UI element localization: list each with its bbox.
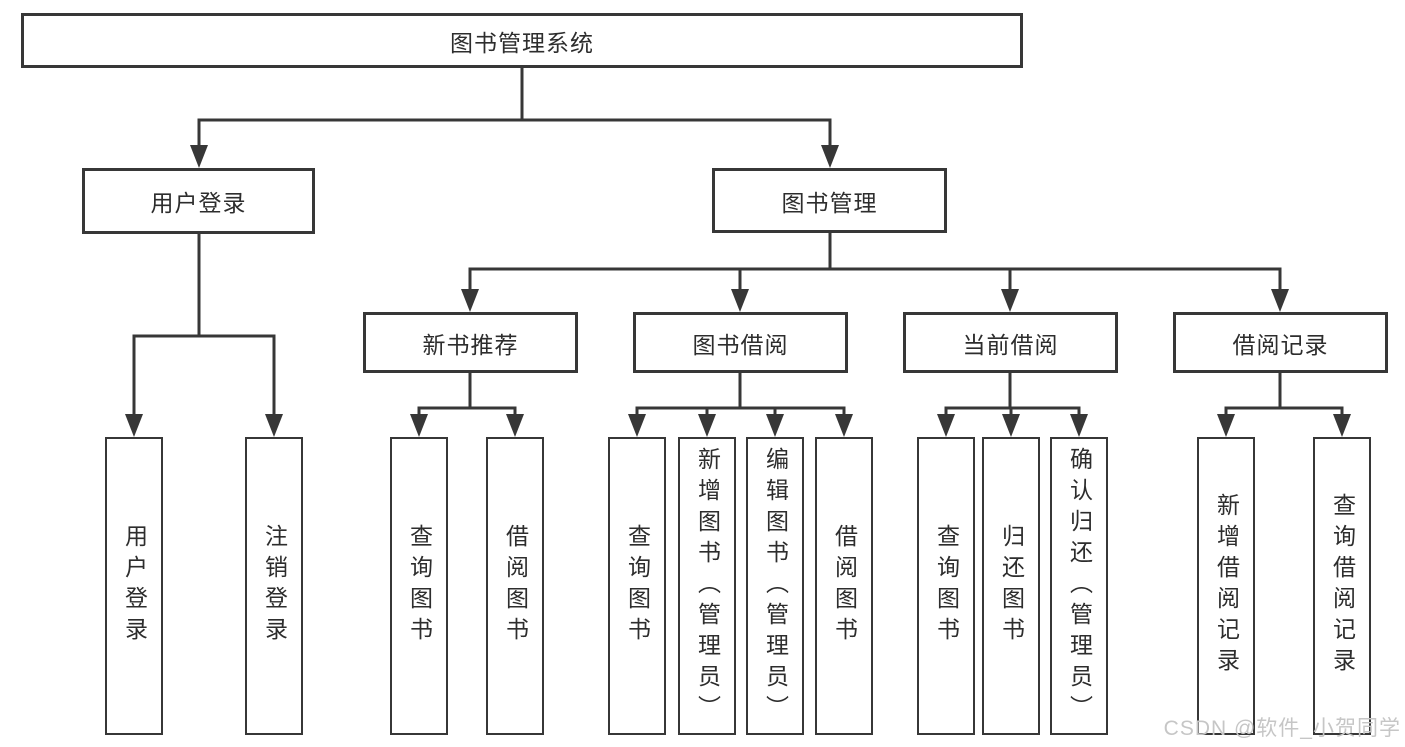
leaf-return-book: 归还图书 <box>982 437 1040 735</box>
leaf-query-borrow-record-label: 查询借阅记录 <box>1329 493 1356 679</box>
node-current-borrow-label: 当前借阅 <box>962 331 1059 358</box>
leaf-borrow-books-label: 借阅图书 <box>831 524 858 648</box>
leaf-query-books-current-label: 查询图书 <box>933 524 960 648</box>
node-book-borrow-label: 图书借阅 <box>692 331 789 358</box>
node-new-book-recommend-label: 新书推荐 <box>422 331 519 358</box>
leaf-logout: 注销登录 <box>245 437 303 735</box>
watermark: CSDN @软件_小贺同学 <box>1163 717 1401 740</box>
node-user-login-label: 用户登录 <box>150 190 247 216</box>
leaf-return-book-label: 归还图书 <box>998 524 1025 648</box>
node-user-login: 用户登录 <box>82 168 315 234</box>
leaf-borrow-books-recommend: 借阅图书 <box>486 437 544 735</box>
leaf-user-login: 用户登录 <box>105 437 163 735</box>
node-borrow-records-label: 借阅记录 <box>1232 331 1329 358</box>
node-current-borrow: 当前借阅 <box>903 312 1118 373</box>
leaf-logout-label: 注销登录 <box>261 524 288 648</box>
leaf-add-book-admin-label: 新增图书（管理员） <box>694 446 721 726</box>
leaf-query-books-recommend-label: 查询图书 <box>406 524 433 648</box>
node-new-book-recommend: 新书推荐 <box>363 312 578 373</box>
node-book-management-label: 图书管理 <box>781 189 878 216</box>
leaf-add-borrow-record-label: 新增借阅记录 <box>1213 493 1240 679</box>
leaf-borrow-books: 借阅图书 <box>815 437 873 735</box>
leaf-user-login-label: 用户登录 <box>121 524 148 648</box>
leaf-edit-book-admin: 编辑图书（管理员） <box>746 437 804 735</box>
leaf-add-borrow-record: 新增借阅记录 <box>1197 437 1255 735</box>
leaf-confirm-return-admin: 确认归还（管理员） <box>1050 437 1108 735</box>
leaf-query-books-borrow-label: 查询图书 <box>624 524 651 648</box>
leaf-confirm-return-admin-label: 确认归还（管理员） <box>1066 446 1093 726</box>
leaf-edit-book-admin-label: 编辑图书（管理员） <box>762 446 789 726</box>
leaf-query-books-recommend: 查询图书 <box>390 437 448 735</box>
leaf-query-books-current: 查询图书 <box>917 437 975 735</box>
leaf-query-books-borrow: 查询图书 <box>608 437 666 735</box>
node-book-borrow: 图书借阅 <box>633 312 848 373</box>
leaf-query-borrow-record: 查询借阅记录 <box>1313 437 1371 735</box>
node-borrow-records: 借阅记录 <box>1173 312 1388 373</box>
node-library-system-label: 图书管理系统 <box>450 29 594 56</box>
leaf-borrow-books-recommend-label: 借阅图书 <box>502 524 529 648</box>
node-library-system: 图书管理系统 <box>21 13 1023 68</box>
node-book-management: 图书管理 <box>712 168 947 233</box>
leaf-add-book-admin: 新增图书（管理员） <box>678 437 736 735</box>
